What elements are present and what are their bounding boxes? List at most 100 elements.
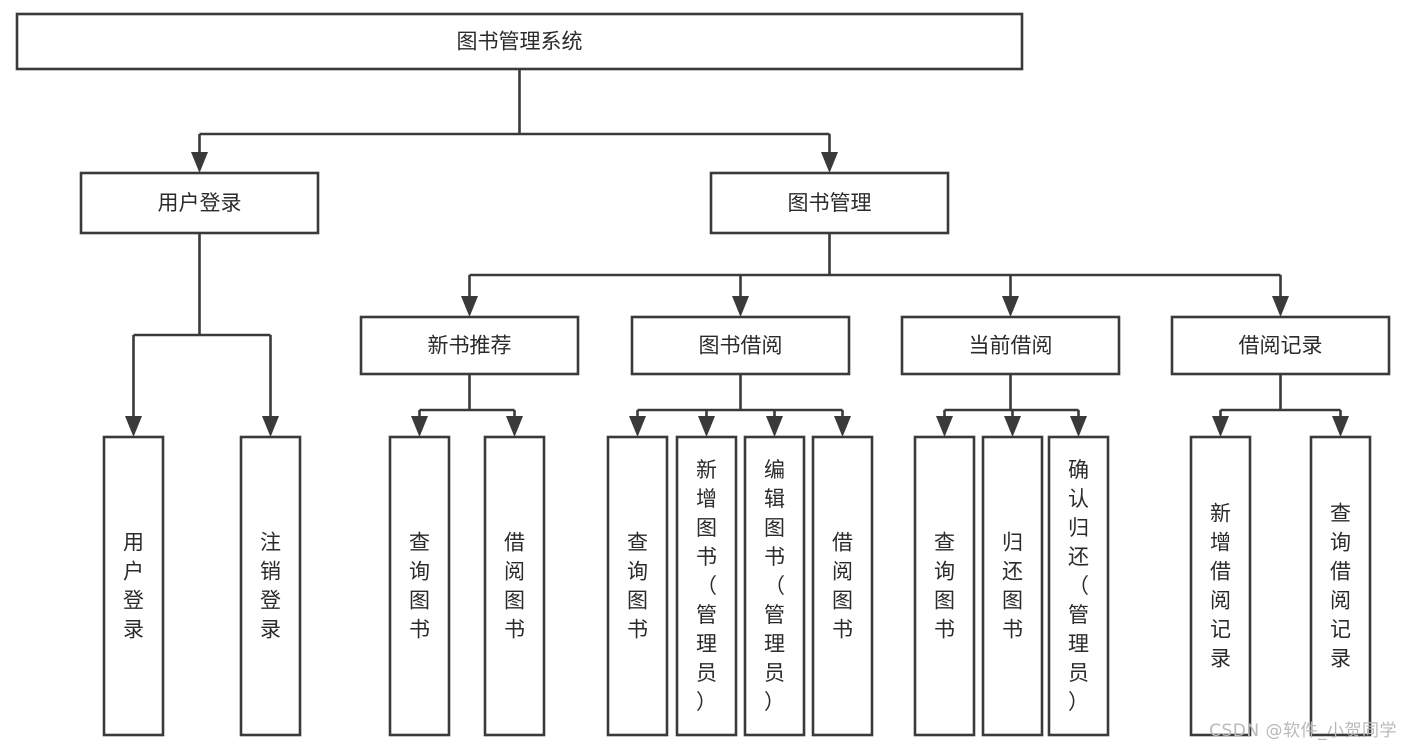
node-current-borrow-rect[interactable] <box>900 315 1121 376</box>
svg-text:管: 管 <box>696 603 717 627</box>
svg-text:管: 管 <box>1068 603 1089 627</box>
node-leaf-user-login-rect[interactable] <box>102 435 165 737</box>
svg-text:确: 确 <box>1068 458 1089 482</box>
svg-text:书: 书 <box>409 618 430 642</box>
svg-text:借: 借 <box>1330 560 1351 584</box>
node-current-borrow[interactable]: 当前借阅 <box>900 315 1121 376</box>
node-book-borrow-rect[interactable] <box>630 315 851 376</box>
arrow-leaf-query-book-2 <box>629 416 646 437</box>
node-leaf-confirm-return-rect[interactable] <box>1047 435 1110 737</box>
svg-text:还: 还 <box>1068 545 1089 569</box>
node-leaf-query-record-rect[interactable] <box>1309 435 1372 737</box>
node-borrow-record-label: 借阅记录 <box>1239 334 1323 358</box>
svg-text:员: 员 <box>696 661 717 685</box>
svg-text:归: 归 <box>1068 516 1089 540</box>
svg-text:辑: 辑 <box>764 487 785 511</box>
node-borrow-record-rect[interactable] <box>1170 315 1391 376</box>
svg-text:增: 增 <box>1210 531 1231 555</box>
node-leaf-return-book-rect[interactable] <box>981 435 1044 737</box>
svg-text:新: 新 <box>1210 502 1231 526</box>
arrow-leaf-logout <box>262 416 279 437</box>
svg-text:录: 录 <box>260 618 281 642</box>
arrow-leaf-user-login <box>125 416 142 437</box>
node-new-book-recommend-rect[interactable] <box>359 315 580 376</box>
node-book-manage-rect[interactable] <box>709 171 950 235</box>
svg-text:员: 员 <box>764 661 785 685</box>
node-root[interactable]: 图书管理系统 <box>15 12 1024 71</box>
node-leaf-query-book-3-rect[interactable] <box>913 435 976 737</box>
node-book-borrow[interactable]: 图书借阅 <box>630 315 851 376</box>
svg-text:员: 员 <box>1068 661 1089 685</box>
svg-text:询: 询 <box>627 560 648 584</box>
arrow-book-borrow <box>732 296 749 317</box>
node-book-manage[interactable]: 图书管理 <box>709 171 950 235</box>
node-root-rect[interactable] <box>15 12 1024 71</box>
svg-text:借: 借 <box>504 531 525 555</box>
svg-text:图: 图 <box>934 589 955 613</box>
svg-text:书: 书 <box>934 618 955 642</box>
arrow-leaf-borrow-book-2 <box>834 416 851 437</box>
svg-text:理: 理 <box>696 632 717 656</box>
svg-text:理: 理 <box>764 632 785 656</box>
node-new-book-recommend[interactable]: 新书推荐 <box>359 315 580 376</box>
node-user-login[interactable]: 用户登录 <box>79 171 320 235</box>
node-leaf-borrow-book-1-rect[interactable] <box>483 435 546 737</box>
node-leaf-add-record-rect[interactable] <box>1189 435 1252 737</box>
svg-text:销: 销 <box>260 560 281 584</box>
svg-text:询: 询 <box>934 560 955 584</box>
svg-text:查: 查 <box>934 531 955 555</box>
svg-text:书: 书 <box>832 618 853 642</box>
svg-text:书: 书 <box>627 618 648 642</box>
arrow-leaf-add-book <box>698 416 715 437</box>
svg-text:新: 新 <box>696 458 717 482</box>
svg-text:用: 用 <box>123 531 144 555</box>
node-leaf-logout-rect[interactable] <box>239 435 302 737</box>
arrow-book-manage <box>821 152 838 173</box>
node-current-borrow-label: 当前借阅 <box>969 334 1053 358</box>
svg-text:理: 理 <box>1068 632 1089 656</box>
node-leaf-edit-book-rect[interactable] <box>743 435 806 737</box>
node-leaf-borrow-book-2-rect[interactable] <box>811 435 874 737</box>
svg-text:书: 书 <box>1002 618 1023 642</box>
svg-text:归: 归 <box>1002 531 1023 555</box>
svg-text:阅: 阅 <box>832 560 853 584</box>
node-leaf-add-book-rect[interactable] <box>675 435 738 737</box>
svg-text:（: （ <box>764 574 785 598</box>
svg-text:借: 借 <box>1210 560 1231 584</box>
node-borrow-record[interactable]: 借阅记录 <box>1170 315 1391 376</box>
svg-text:编: 编 <box>764 458 785 482</box>
svg-text:登: 登 <box>123 589 144 613</box>
svg-text:查: 查 <box>409 531 430 555</box>
arrow-leaf-query-book-1 <box>411 416 428 437</box>
node-leaf-user-login[interactable]: 用户登录 <box>102 435 165 737</box>
node-leaf-query-book-1-rect[interactable] <box>388 435 451 737</box>
svg-text:查: 查 <box>1330 502 1351 526</box>
svg-text:管: 管 <box>764 603 785 627</box>
svg-text:图: 图 <box>627 589 648 613</box>
node-leaf-query-book-2-rect[interactable] <box>606 435 669 737</box>
node-user-login-rect[interactable] <box>79 171 320 235</box>
svg-text:）: ） <box>696 690 717 714</box>
svg-text:（: （ <box>696 574 717 598</box>
arrow-leaf-add-record <box>1212 416 1229 437</box>
